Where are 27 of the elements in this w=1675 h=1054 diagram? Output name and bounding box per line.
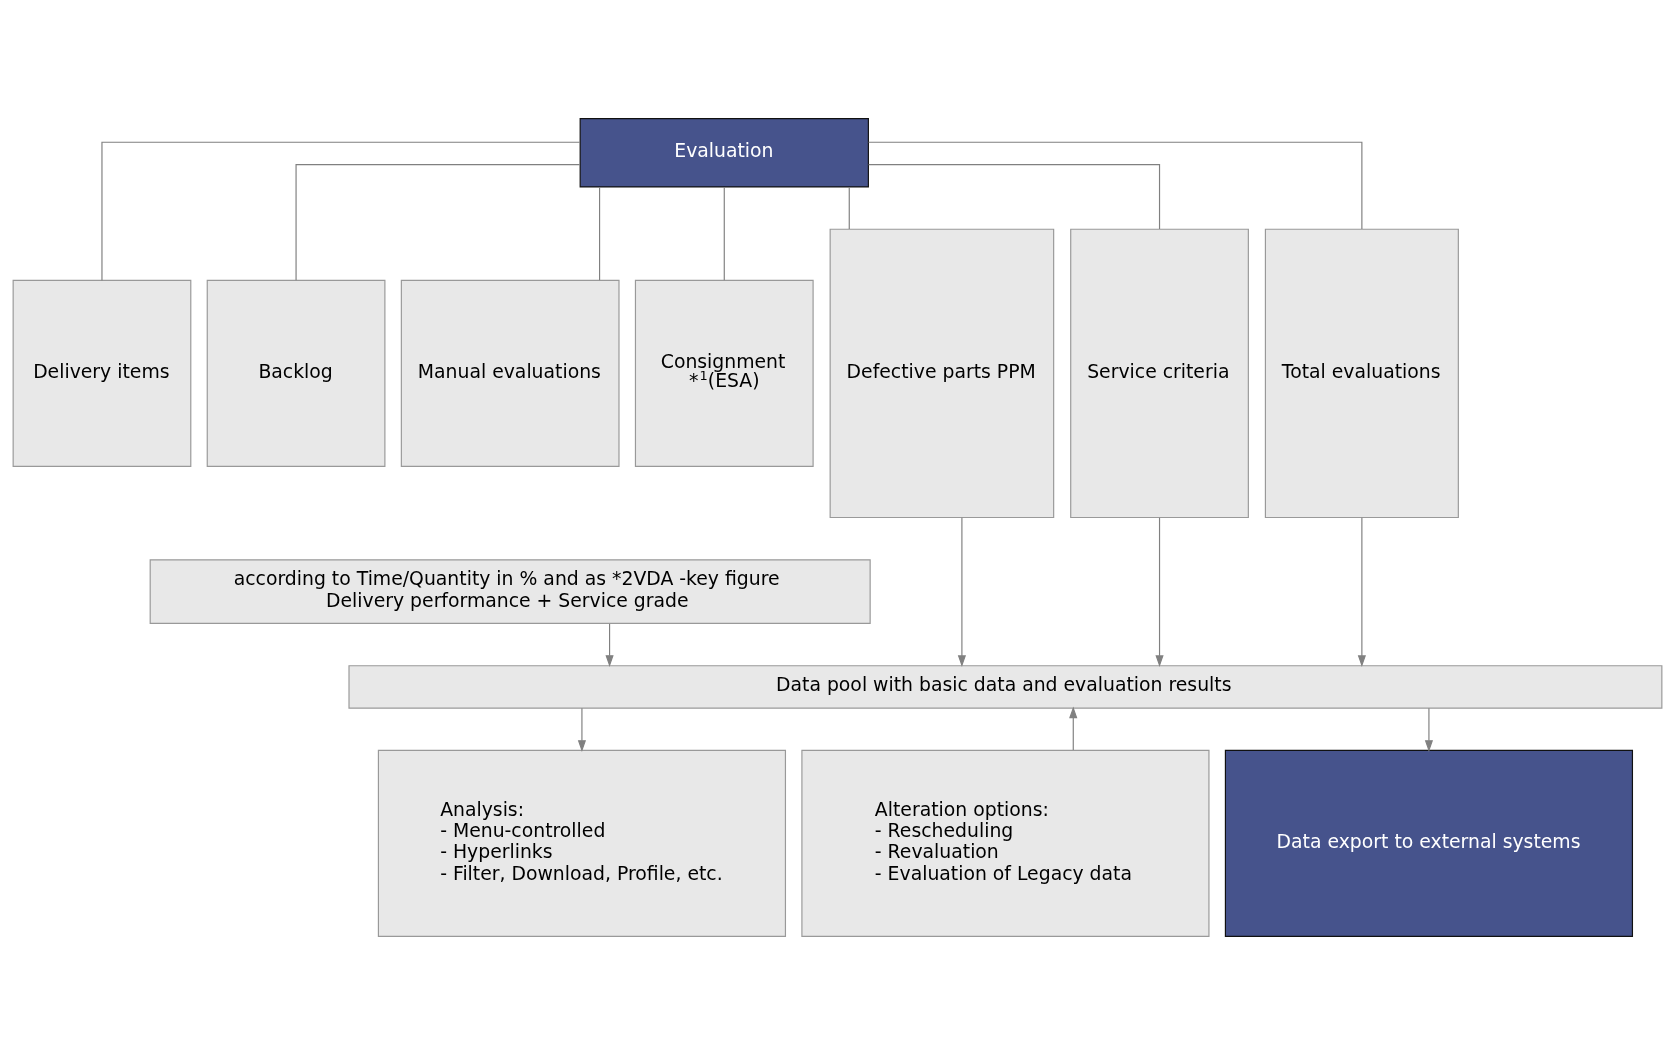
node-box: Data pool with basic data and evaluation results bbox=[348, 664, 1663, 709]
connector bbox=[599, 186, 601, 281]
node-box: Evaluation bbox=[579, 117, 869, 188]
connector bbox=[295, 163, 581, 281]
connector bbox=[101, 141, 581, 281]
arrow bbox=[1357, 516, 1366, 667]
arrow bbox=[605, 622, 614, 667]
node-box: Delivery items bbox=[12, 279, 192, 467]
node-box: Consignment *$^{1}$(ESA) bbox=[634, 279, 814, 467]
connector bbox=[867, 141, 1363, 230]
arrow bbox=[957, 516, 967, 667]
arrow bbox=[1069, 705, 1078, 751]
node-box: Manual evaluations bbox=[400, 279, 620, 467]
node-box: Alteration options: - Rescheduling - Revaluation - Evaluation of Legacy data bbox=[801, 749, 1210, 937]
connector bbox=[868, 163, 1161, 229]
node-box: Total evaluations bbox=[1264, 228, 1459, 518]
node-box: Analysis: - Menu-controlled - Hyperlinks - Filter, Download, Profile, etc. bbox=[377, 749, 787, 937]
node-box: Defective parts PPM bbox=[829, 228, 1055, 518]
arrow bbox=[1424, 707, 1434, 752]
connector bbox=[848, 186, 850, 229]
node-box: according to Time/Quantity in % and as *2VDA -key figure Delivery performance + Service grade bbox=[149, 558, 871, 624]
arrow bbox=[577, 707, 587, 752]
node-box: Data export to external systems bbox=[1224, 749, 1634, 937]
arrow bbox=[1155, 516, 1164, 667]
node-box: Service criteria bbox=[1070, 228, 1249, 518]
node-box: Backlog bbox=[206, 279, 386, 467]
connector bbox=[723, 186, 725, 281]
